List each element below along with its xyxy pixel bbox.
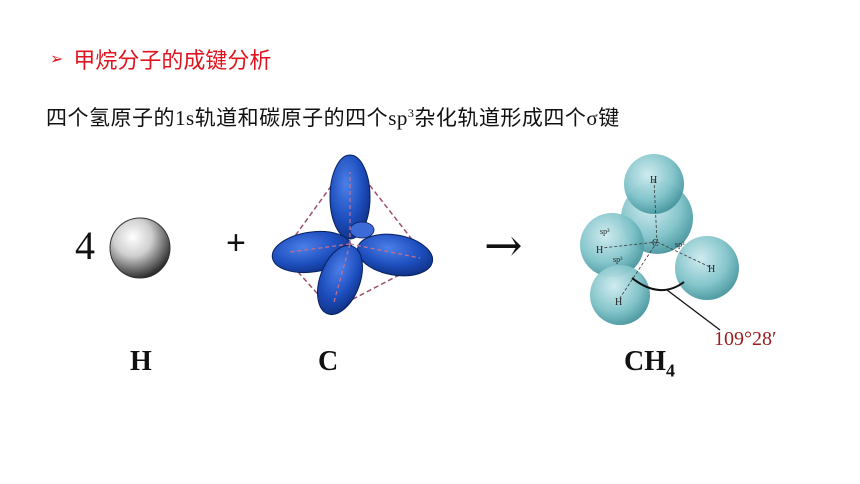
svg-text:H: H xyxy=(596,245,603,256)
svg-text:H: H xyxy=(650,175,657,186)
label-h: H xyxy=(130,346,152,377)
svg-text:H: H xyxy=(615,297,622,308)
bond-angle-label: 109°28′ xyxy=(714,328,777,350)
coefficient: 4 xyxy=(75,223,95,268)
svg-text:sp³: sp³ xyxy=(613,255,623,264)
svg-text:H: H xyxy=(708,264,715,275)
desc-part1: 四个氢原子的 xyxy=(46,106,175,130)
heading-text: 甲烷分子的成键分析 xyxy=(73,48,272,73)
carbon-sp3-orbitals xyxy=(271,154,434,316)
label-c: C xyxy=(318,346,339,377)
desc-part4: 键 xyxy=(598,106,620,130)
svg-text:C: C xyxy=(652,238,659,249)
desc-part2: 轨道和碳原子的四个 xyxy=(194,106,389,130)
reaction-arrow: → xyxy=(484,218,523,272)
label-ch4: CH4 xyxy=(624,346,675,381)
methane-model: H C H H H sp³ sp³ sp³ xyxy=(580,154,739,331)
bullet-arrow-icon: ➢ xyxy=(50,51,64,68)
desc-part3: 杂化轨道形成四个 xyxy=(414,106,587,130)
svg-text:sp³: sp³ xyxy=(675,240,685,249)
orbital-sp3: sp3 xyxy=(388,106,415,130)
section-heading: ➢ 甲烷分子的成键分析 xyxy=(50,44,271,74)
svg-text:sp³: sp³ xyxy=(600,227,610,236)
plus-sign: + xyxy=(226,224,246,262)
hydrogen-atom-sphere xyxy=(109,217,171,279)
sigma-symbol: σ xyxy=(586,106,599,130)
orbital-1s: 1s xyxy=(175,106,195,130)
description-text: 四个氢原子的1s轨道和碳原子的四个sp3杂化轨道形成四个σ键 xyxy=(46,102,620,132)
